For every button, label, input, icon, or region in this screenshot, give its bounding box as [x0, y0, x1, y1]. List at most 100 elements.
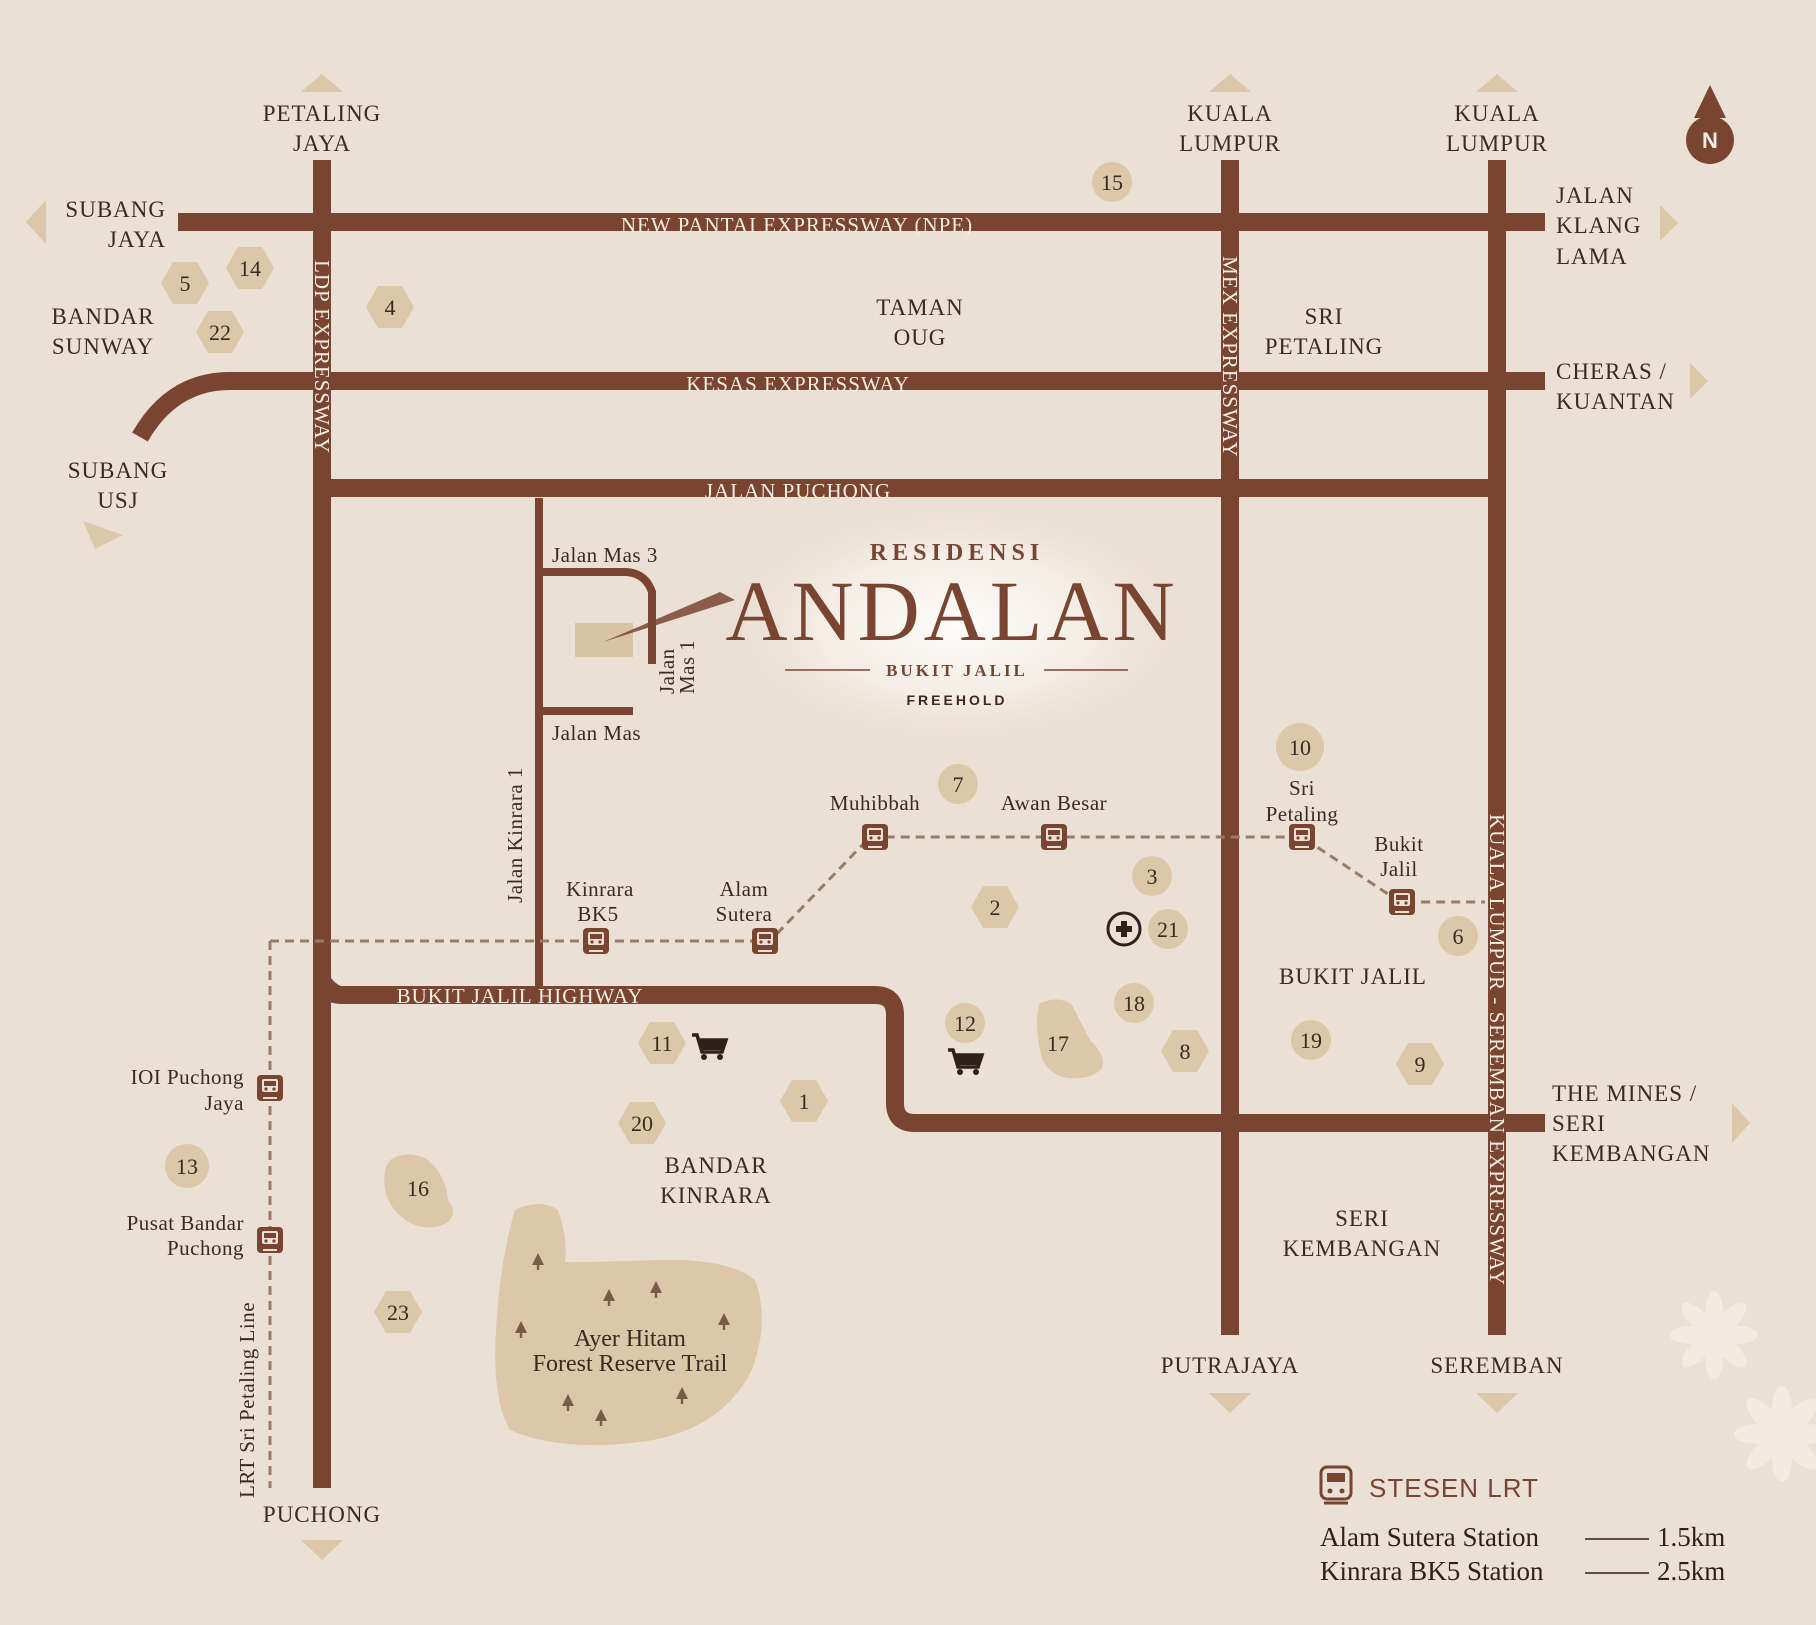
svg-text:12: 12 — [954, 1011, 976, 1036]
svg-text:21: 21 — [1157, 917, 1179, 942]
ioi-puchong-label-1: IOI Puchong — [131, 1065, 244, 1089]
poi-marker-6[interactable]: 6 — [1438, 916, 1478, 956]
arrow-right-the-mines — [1732, 1103, 1750, 1143]
kesas-label: KESAS EXPRESSWAY — [686, 372, 910, 396]
poi-marker-22[interactable]: 22 — [196, 311, 244, 353]
klang-lama-label-2: KLANG — [1556, 213, 1642, 238]
poi-marker-3[interactable]: 3 — [1132, 856, 1172, 896]
jalan-mas-3-road — [539, 568, 656, 664]
svg-text:1: 1 — [799, 1089, 810, 1114]
arrow-right-klang-lama — [1660, 205, 1678, 241]
bandar-sunway-label-2: SUNWAY — [52, 334, 154, 359]
puchong-label: PUCHONG — [263, 1502, 381, 1527]
poi-marker-16[interactable]: 16 — [407, 1176, 429, 1201]
bukit-jalil-area-label: BUKIT JALIL — [1279, 964, 1427, 989]
lrt-station-muhibbah[interactable] — [861, 823, 889, 851]
npe-label: NEW PANTAI EXPRESSWAY (NPE) — [621, 213, 973, 237]
svg-text:20: 20 — [631, 1111, 653, 1136]
poi-marker-1[interactable]: 1 — [780, 1080, 828, 1122]
poi-marker-11[interactable]: 11 — [638, 1022, 686, 1064]
poi-marker-14[interactable]: 14 — [226, 247, 274, 289]
the-mines-label-2: SERI — [1552, 1111, 1606, 1136]
poi-marker-18[interactable]: 18 — [1114, 983, 1154, 1023]
pj-label-1: PETALING — [263, 101, 382, 126]
muhibbah-label: Muhibbah — [830, 791, 920, 815]
bandar-kinrara-label-2: KINRARA — [660, 1183, 772, 1208]
direction-arrows — [26, 74, 1750, 1560]
subang-jaya-label-1: SUBANG — [65, 197, 166, 222]
svg-text:2: 2 — [990, 895, 1001, 920]
bandar-sunway-label-1: BANDAR — [51, 304, 154, 329]
klang-lama-label-3: LAMA — [1556, 244, 1628, 269]
arrow-left-subang-jaya — [26, 200, 46, 244]
lake-16 — [384, 1154, 453, 1228]
poi-marker-21[interactable]: 21 — [1148, 909, 1188, 949]
jalan-mas-3-label: Jalan Mas 3 — [552, 543, 658, 567]
poi-marker-13[interactable]: 13 — [165, 1144, 209, 1188]
lake-17 — [1037, 999, 1103, 1079]
lrt-station-sri-petaling[interactable] — [1288, 823, 1316, 851]
flower-ornament-icon — [1670, 1291, 1816, 1482]
poi-marker-7[interactable]: 7 — [938, 764, 978, 804]
arrow-down-seremban — [1476, 1393, 1518, 1413]
lrt-station-alam-sutera[interactable] — [751, 927, 779, 955]
site-plot — [575, 623, 633, 657]
usj-label-1: SUBANG — [68, 458, 169, 483]
poi-marker-17[interactable]: 17 — [1047, 1031, 1069, 1056]
poi-marker-23[interactable]: 23 — [374, 1291, 422, 1333]
seri-kembangan-label-2: KEMBANGAN — [1283, 1236, 1442, 1261]
klse-label: KUALA LUMPUR - SEREMBAN EXPRESSWAY — [1485, 814, 1509, 1286]
svg-text:18: 18 — [1123, 991, 1145, 1016]
poi-marker-4[interactable]: 4 — [366, 286, 414, 328]
arrow-right-cheras — [1690, 363, 1708, 399]
kl-east-label-1: KUALA — [1454, 101, 1540, 126]
poi-marker-9[interactable]: 9 — [1396, 1043, 1444, 1085]
hospital-icon — [1106, 911, 1142, 947]
poi-marker-12[interactable]: 12 — [945, 1003, 985, 1043]
lrt-station-kinrara-bk5[interactable] — [582, 927, 610, 955]
lrt-station-pusat-bandar-puchong[interactable] — [256, 1226, 284, 1254]
taman-oug-label-1: TAMAN — [876, 295, 964, 320]
brand-sub: BUKIT JALIL — [886, 661, 1028, 680]
poi-marker-2[interactable]: 2 — [971, 886, 1019, 928]
lrt-station-bukit-jalil[interactable] — [1388, 888, 1416, 916]
poi-marker-10[interactable]: 10 — [1276, 723, 1324, 771]
lrt-station-awan-besar[interactable] — [1040, 823, 1068, 851]
lrt-line-label: LRT Sri Petaling Line — [235, 1302, 259, 1498]
bjh-junction — [320, 975, 361, 1000]
station-labels: Muhibbah Awan Besar Sri Petaling Bukit J… — [127, 776, 1424, 1260]
poi-marker-19[interactable]: 19 — [1291, 1020, 1331, 1060]
area-labels: BANDAR SUNWAY TAMAN OUG SRI PETALING BUK… — [51, 295, 1442, 1261]
bjh-label: BUKIT JALIL HIGHWAY — [397, 984, 644, 1008]
putrajaya-label: PUTRAJAYA — [1161, 1353, 1300, 1378]
svg-text:10: 10 — [1289, 735, 1311, 760]
seri-kembangan-label-1: SERI — [1335, 1206, 1389, 1231]
the-mines-label-3: KEMBANGAN — [1552, 1141, 1711, 1166]
svg-text:15: 15 — [1101, 170, 1123, 195]
compass: N — [1686, 85, 1734, 164]
poi-marker-20[interactable]: 20 — [618, 1102, 666, 1144]
poi-marker-5[interactable]: 5 — [161, 262, 209, 304]
kinrara-bk5-label-2: BK5 — [577, 902, 618, 926]
arrow-down-usj — [83, 521, 123, 549]
svg-text:6: 6 — [1453, 924, 1464, 949]
forest-label-1: Ayer Hitam — [574, 1326, 686, 1352]
kl-mex-label-1: KUALA — [1187, 101, 1273, 126]
svg-text:14: 14 — [239, 256, 261, 281]
jalan-mas-1-label-2: Mas 1 — [675, 640, 699, 694]
svg-text:9: 9 — [1415, 1052, 1426, 1077]
pusat-bandar-label-2: Puchong — [167, 1236, 244, 1260]
poi-marker-15[interactable]: 15 — [1092, 162, 1132, 202]
brand-tenure: FREEHOLD — [907, 692, 1008, 708]
lrt-station-ioi-puchong-jaya[interactable] — [256, 1074, 284, 1102]
poi-marker-8[interactable]: 8 — [1161, 1030, 1209, 1072]
arrow-down-puchong — [301, 1540, 343, 1560]
subang-jaya-label-2: JAYA — [108, 227, 166, 252]
arrow-up-kl-east — [1476, 74, 1518, 92]
mex-label: MEX EXPRESSWAY — [1218, 256, 1242, 458]
kl-mex-label-2: LUMPUR — [1179, 131, 1281, 156]
legend-row-2-distance: 2.5km — [1657, 1556, 1725, 1586]
taman-oug-label-2: OUG — [894, 325, 947, 350]
usj-label-2: USJ — [97, 488, 138, 513]
